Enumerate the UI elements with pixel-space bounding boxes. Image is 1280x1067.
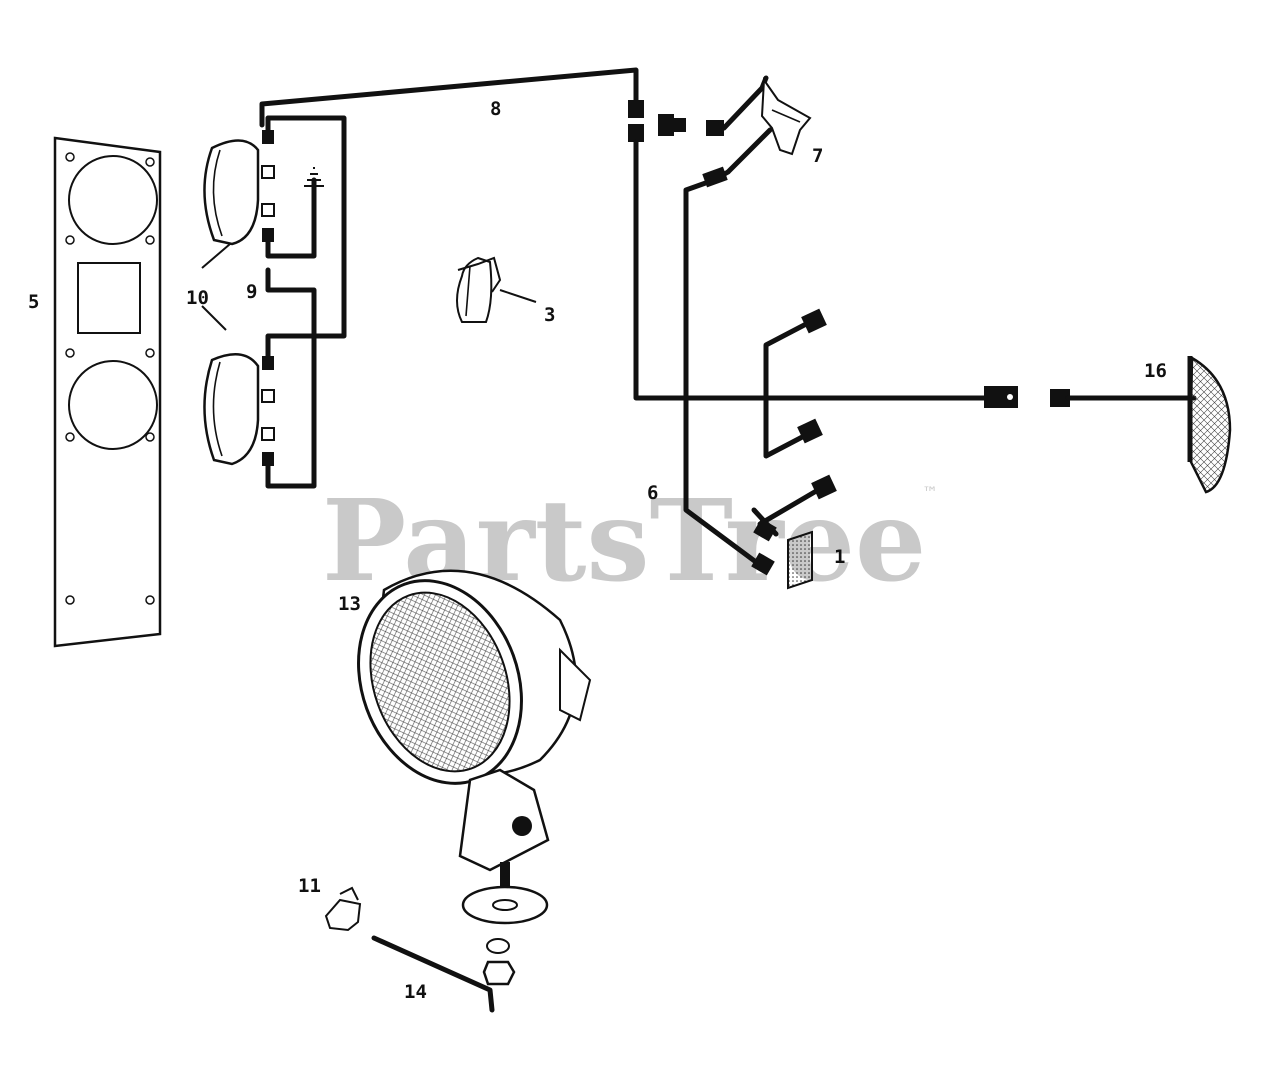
callout-labels: 1 3 5 6 7 8 9 10 11 13 14 16 — [28, 98, 1167, 1003]
part-14-ground-wire[interactable] — [371, 935, 495, 1013]
callout-5: 5 — [28, 291, 39, 313]
ground-symbol-icon — [304, 167, 324, 187]
part-10-headlight-lower[interactable] — [203, 353, 275, 466]
part-10-leader-lines — [201, 243, 231, 331]
callout-16: 16 — [1144, 360, 1167, 382]
part-7-light-switch[interactable] — [706, 75, 812, 175]
part-9-headlight-harness[interactable] — [262, 115, 347, 489]
callout-9: 9 — [246, 281, 257, 303]
part-10-headlight-upper[interactable] — [203, 139, 275, 246]
part-13-work-light[interactable] — [331, 558, 592, 896]
part-5-mounting-plate[interactable] — [53, 136, 162, 648]
callout-7: 7 — [812, 145, 823, 167]
part-3-clip[interactable] — [456, 256, 537, 323]
callout-3: 3 — [544, 304, 555, 326]
part-8-main-harness[interactable] — [259, 67, 1018, 408]
callout-6: 6 — [647, 482, 658, 504]
callout-11: 11 — [298, 875, 321, 897]
watermark-trademark: ™ — [922, 483, 938, 502]
part-6-sub-harness[interactable] — [683, 166, 837, 576]
callout-8: 8 — [490, 98, 501, 120]
part-1-reflector[interactable] — [787, 530, 813, 590]
mounting-hardware[interactable] — [461, 885, 549, 986]
part-16-tail-light[interactable] — [1050, 355, 1232, 494]
callout-13: 13 — [338, 593, 361, 615]
callout-10: 10 — [186, 287, 209, 309]
callout-14: 14 — [404, 981, 427, 1003]
callout-1: 1 — [834, 546, 845, 568]
part-11-ground-clip[interactable] — [324, 886, 362, 932]
